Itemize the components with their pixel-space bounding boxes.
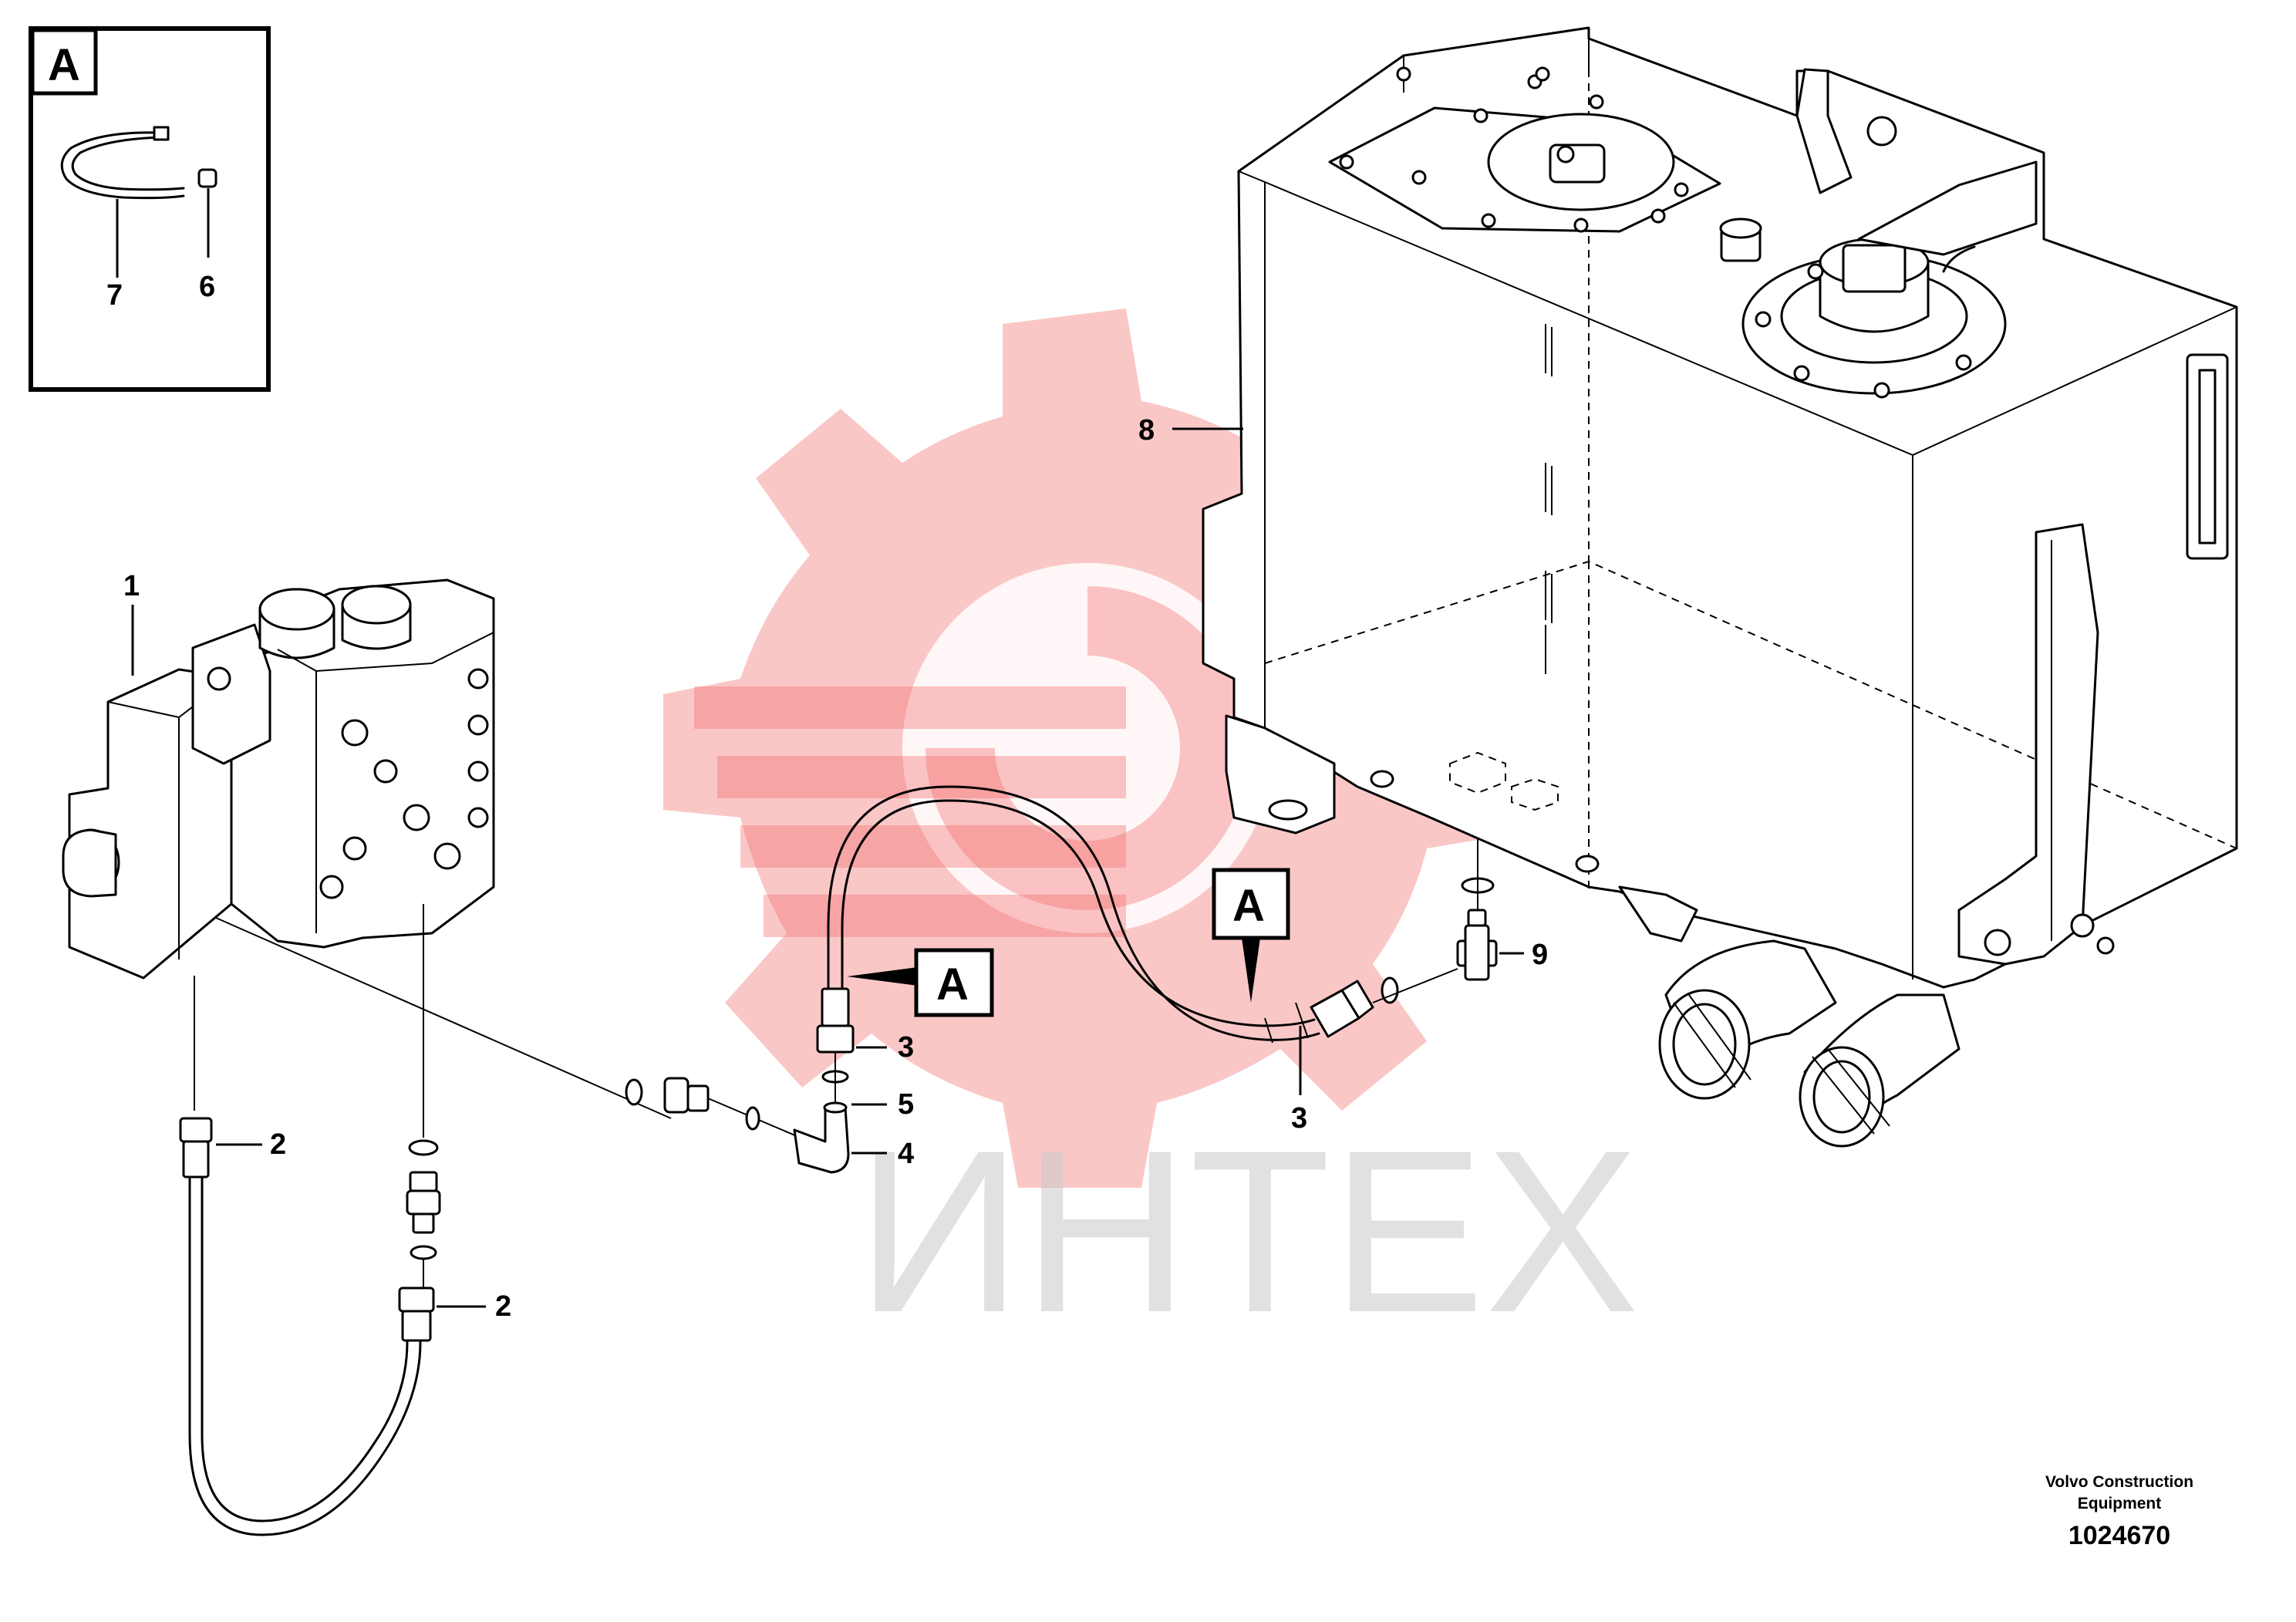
caption-doc-number: 1024670	[2068, 1521, 2170, 1550]
callout-8: 8	[1138, 414, 1155, 447]
drawing-caption: Volvo Construction Equipment 1024670	[2045, 1473, 2193, 1550]
callout-7: 7	[106, 279, 123, 312]
callout-3-right: 3	[1291, 1102, 1307, 1135]
watermark-text: ИНТЕХ	[856, 1101, 1640, 1361]
callout-4: 4	[898, 1138, 914, 1170]
return-hose-main	[827, 785, 1320, 1044]
callout-2-upper: 2	[270, 1128, 286, 1161]
callout-3-left: 3	[898, 1031, 914, 1064]
inset-a-box: A 7 6	[29, 26, 271, 392]
cable-tie-part	[60, 126, 217, 200]
center-line-fittings	[215, 917, 855, 1174]
filler-cap	[1741, 238, 2007, 399]
callout-1: 1	[123, 570, 140, 602]
svg-text:A: A	[936, 959, 969, 1010]
suction-pipes	[1658, 939, 1961, 1148]
return-hose-lower	[179, 904, 441, 1536]
callout-9: 9	[1532, 939, 1548, 971]
view-marker-a-left: A	[847, 948, 994, 1017]
hydraulic-tank	[1202, 26, 2238, 1148]
callout-2-lower: 2	[495, 1290, 511, 1323]
callout-6: 6	[199, 271, 215, 303]
inset-a-label: A	[48, 40, 80, 90]
view-marker-a-right: A	[1212, 868, 1290, 1003]
callout-5: 5	[898, 1088, 914, 1121]
cover-bolts	[1339, 66, 1689, 233]
valve-ports	[207, 666, 489, 899]
caption-company-line1: Volvo Construction	[2045, 1473, 2193, 1491]
svg-text:A: A	[1232, 881, 1265, 931]
caption-company-line2: Equipment	[2078, 1495, 2162, 1512]
control-valve-block	[62, 578, 495, 980]
